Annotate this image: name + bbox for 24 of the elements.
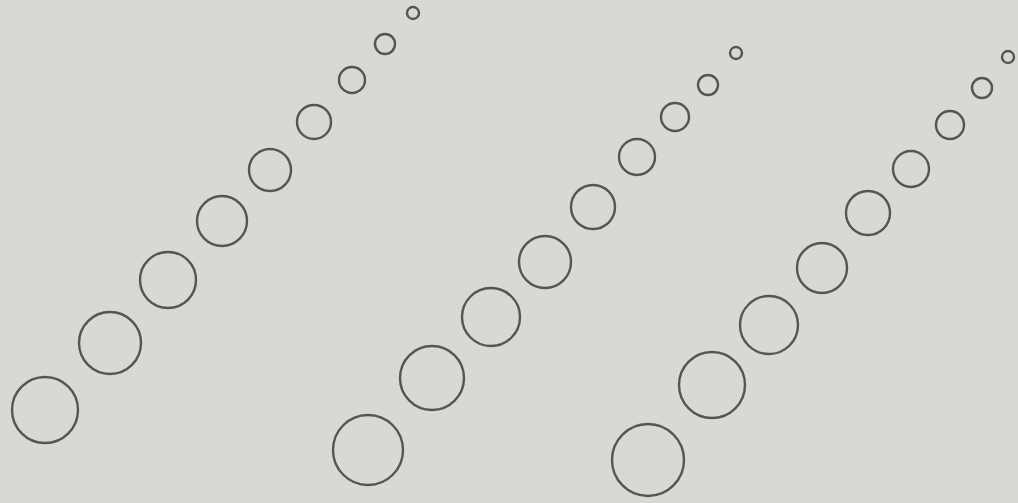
circle (795, 241, 849, 295)
circle (659, 101, 691, 133)
circle (337, 65, 367, 95)
circle (569, 183, 617, 231)
circle (844, 189, 892, 237)
circle (331, 413, 405, 487)
circle (738, 294, 800, 356)
circle (610, 422, 686, 498)
circle (970, 76, 994, 100)
circle (517, 234, 573, 290)
circle (10, 375, 80, 445)
circle (373, 32, 397, 56)
circle (460, 286, 522, 348)
circle (138, 250, 198, 310)
circle (195, 194, 249, 248)
circle (247, 147, 293, 193)
circle (617, 137, 657, 177)
circle (677, 350, 747, 420)
circle (398, 344, 466, 412)
circle (934, 109, 966, 141)
circle (77, 310, 143, 376)
circle (696, 73, 720, 97)
circle (891, 149, 931, 189)
circle (295, 103, 333, 141)
